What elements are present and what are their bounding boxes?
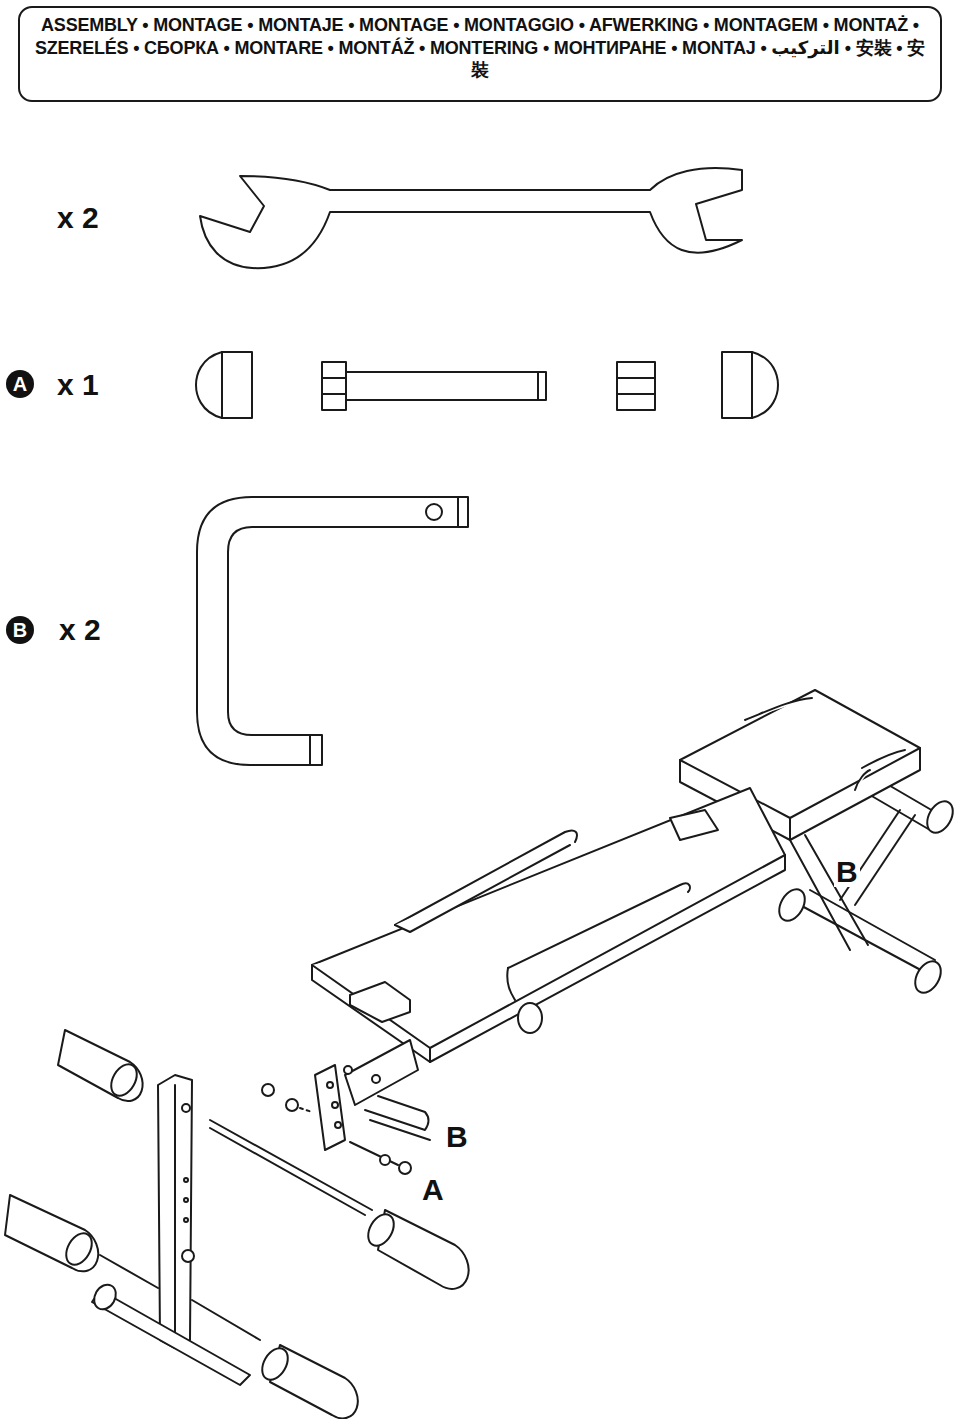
header-text: ASSEMBLY • MONTAGE • MONTAJE • MONTAGE •… — [32, 14, 928, 82]
part-b-tube — [197, 497, 468, 765]
quantity: x 2 — [59, 615, 101, 645]
wrench — [200, 168, 742, 268]
part-callout: B — [444, 1122, 470, 1152]
quantity: x 2 — [57, 203, 99, 233]
bench — [5, 690, 958, 1418]
part-letter: A — [6, 370, 34, 398]
part-callout: A — [420, 1175, 446, 1205]
part-a-hardware — [196, 352, 778, 418]
part-letter: B — [6, 616, 34, 644]
part-callout: B — [834, 857, 860, 887]
quantity: x 1 — [57, 370, 99, 400]
header-box: ASSEMBLY • MONTAGE • MONTAJE • MONTAGE •… — [18, 6, 942, 102]
